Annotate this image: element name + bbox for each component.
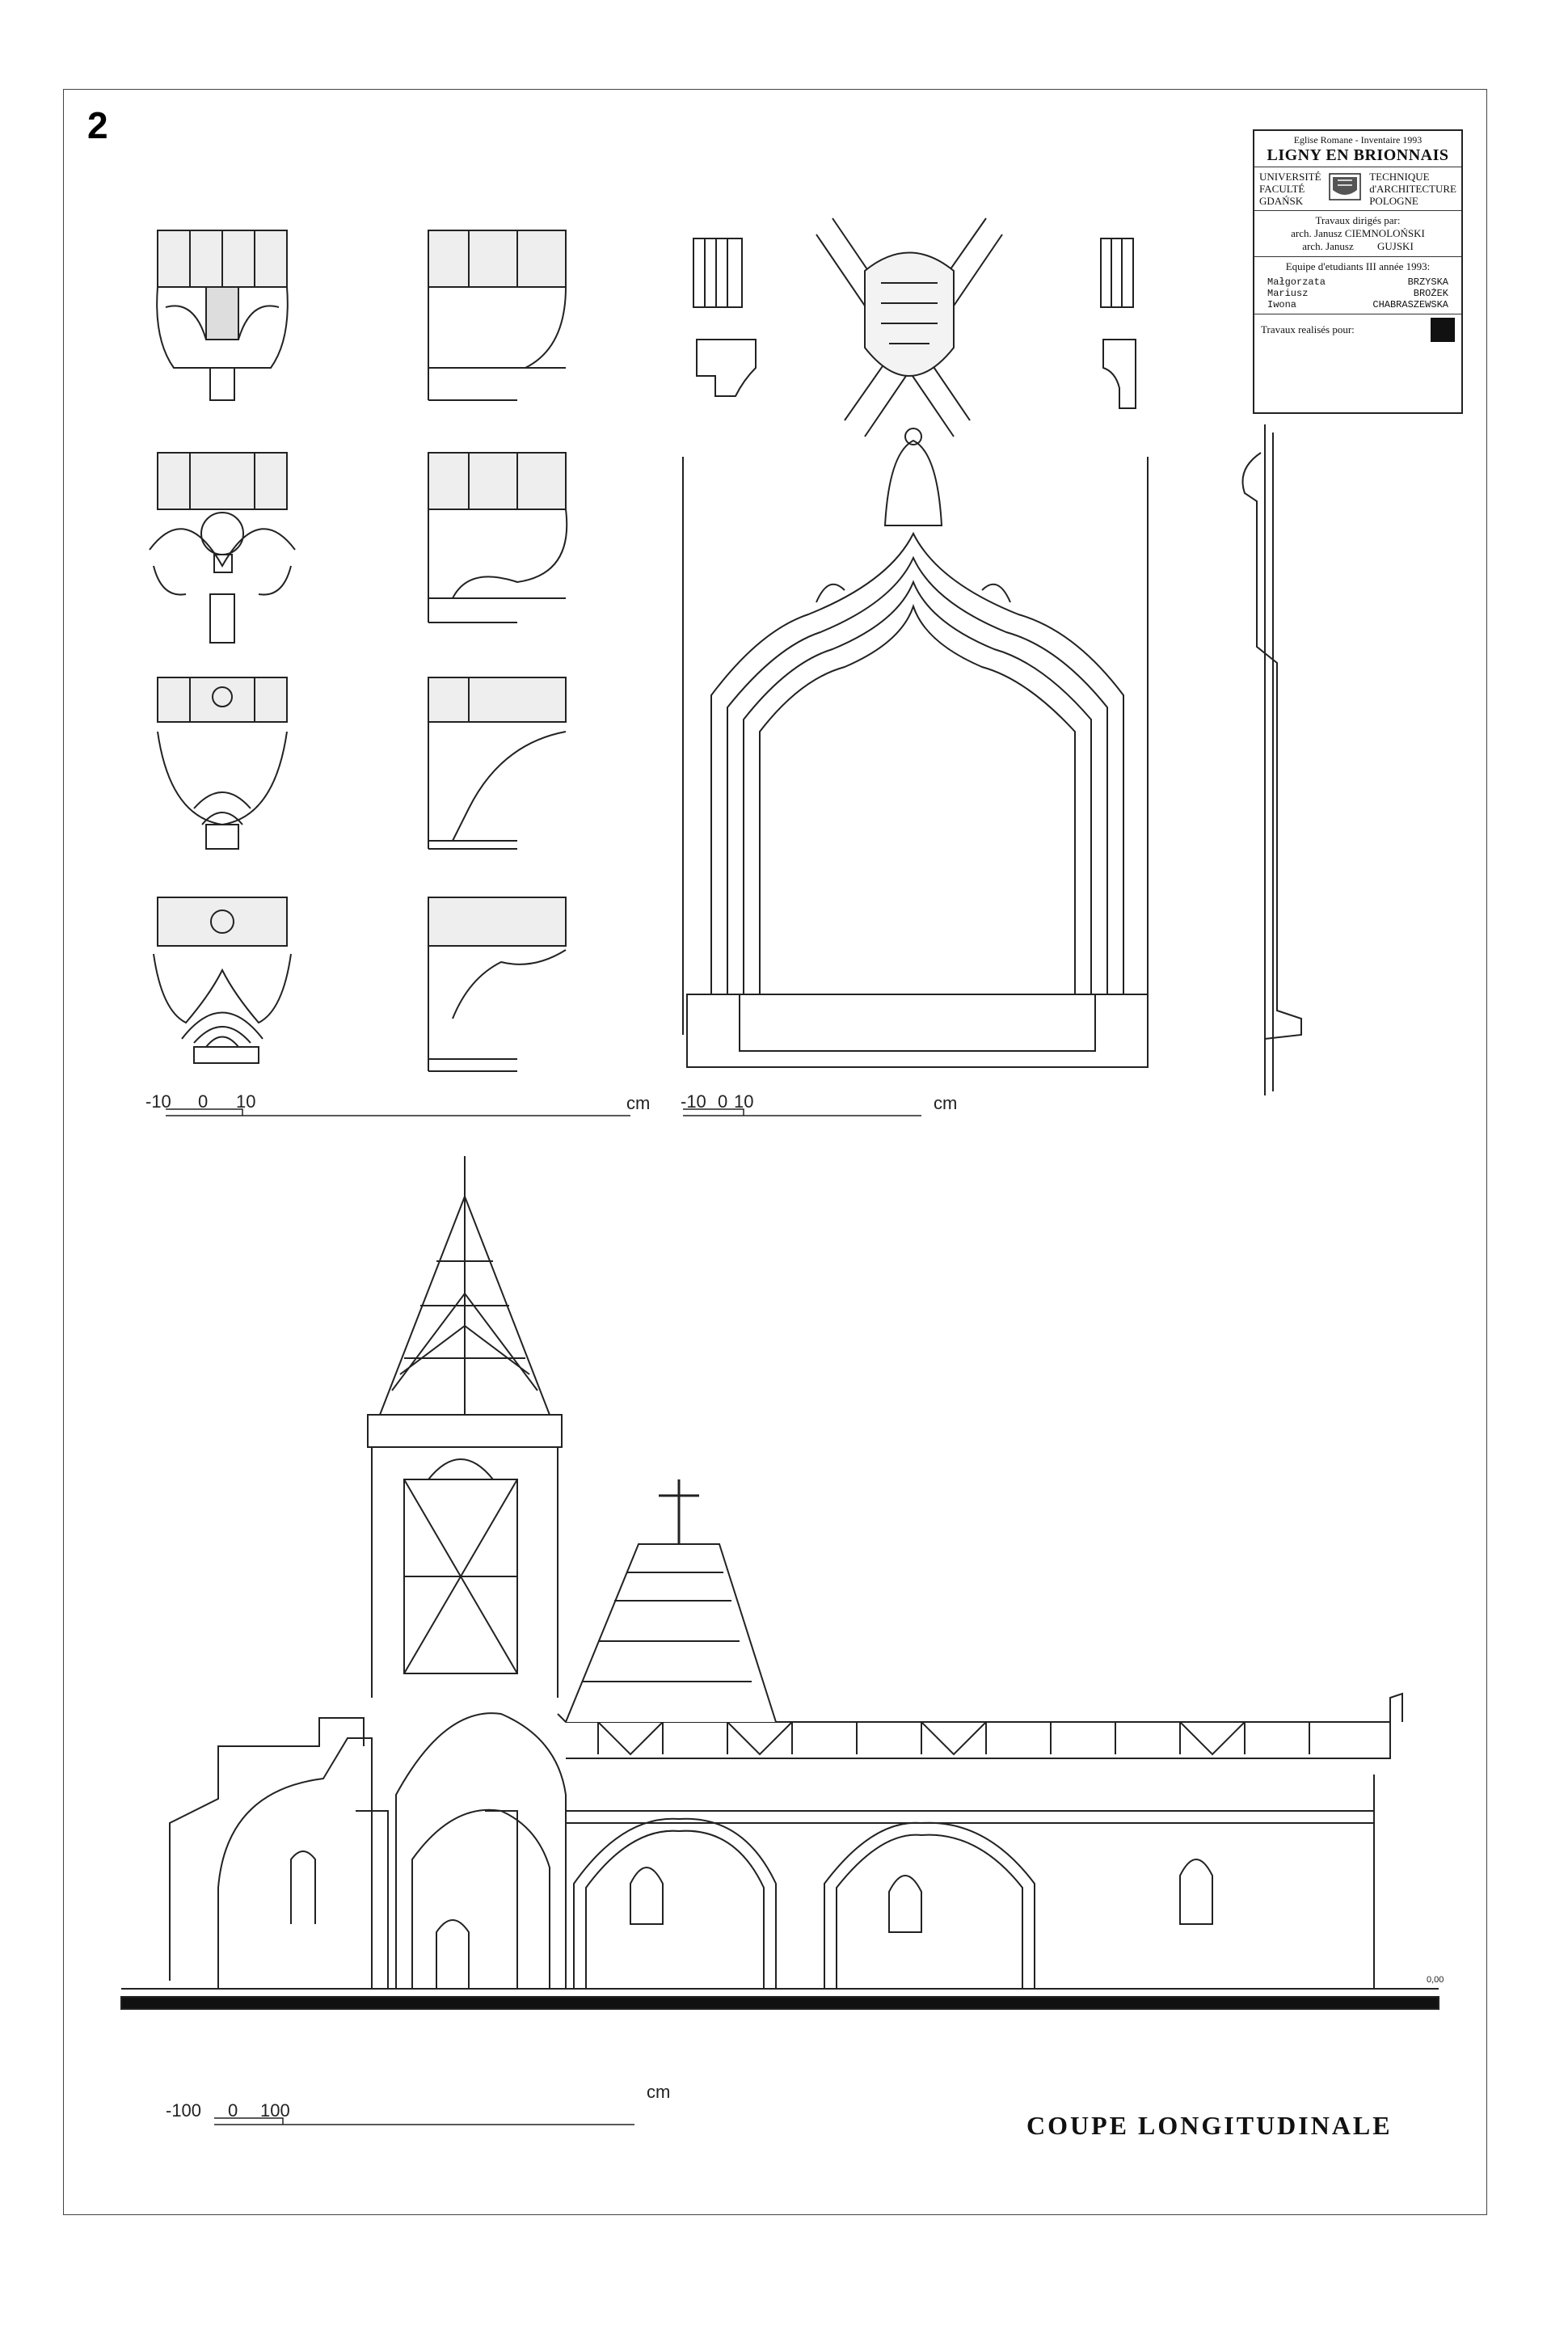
university-block: UNIVERSITÉ FACULTÉ GDAŃSK TECHNIQUE d'AR… — [1254, 167, 1461, 211]
capital-side-3 — [428, 677, 567, 850]
longitudinal-section — [120, 1156, 1439, 2010]
uni-right-3: POLOGNE — [1369, 195, 1418, 207]
realises-block: Travaux realisés pour: — [1254, 314, 1461, 345]
student-last: BROŻEK — [1413, 288, 1448, 299]
university-crest-icon — [1329, 173, 1362, 200]
title-block: Eglise Romane - Inventaire 1993 LIGNY EN… — [1253, 129, 1463, 414]
scale3-tick-neg: -100 — [166, 2100, 201, 2121]
scale2-tick-zero: 0 — [718, 1091, 727, 1112]
student-first: Iwona — [1267, 299, 1297, 310]
cartouche-header: Eglise Romane - Inventaire 1993 LIGNY EN… — [1254, 131, 1461, 167]
cartouche-line1: Eglise Romane - Inventaire 1993 — [1293, 134, 1423, 146]
portal-section — [1241, 424, 1302, 1095]
cartouche-title: LIGNY EN BRIONNAIS — [1267, 146, 1449, 164]
uni-left-3: GDAŃSK — [1259, 195, 1304, 207]
travaux-label: Travaux dirigés par: — [1315, 214, 1401, 226]
directors-block: Travaux dirigés par: arch. Janusz CIEMNO… — [1254, 211, 1461, 257]
capital-front-4 — [153, 897, 292, 1064]
capital-side-4 — [428, 897, 567, 1072]
vault-boss — [816, 217, 1003, 437]
scale1-unit: cm — [626, 1093, 650, 1113]
drawing-border — [63, 89, 1487, 2215]
realises-label: Travaux realisés pour: — [1261, 323, 1355, 336]
scale1-tick-zero: 0 — [198, 1091, 208, 1112]
level-mark: 0,00 — [1427, 1975, 1444, 1985]
molding-profile-left — [693, 238, 757, 397]
director-1: arch. Janusz CIEMNOLOŃSKI — [1291, 227, 1425, 239]
scale2-unit: cm — [934, 1093, 957, 1113]
scale-bar-3 — [214, 2117, 634, 2125]
scale1-tick-neg: -10 — [145, 1091, 171, 1112]
uni-left-2: FACULTÉ — [1259, 183, 1305, 195]
capital-front-3 — [157, 677, 288, 850]
section-title: COUPE LONGITUDINALE — [1026, 2111, 1393, 2140]
capital-side-1 — [428, 230, 567, 401]
uni-right-2: d'ARCHITECTURE — [1369, 183, 1456, 195]
client-logo-icon — [1431, 318, 1455, 342]
equipe-label: Equipe d'etudiants III année 1993: — [1285, 260, 1431, 272]
students-block: Equipe d'etudiants III année 1993: Małgo… — [1254, 257, 1461, 314]
scale2-tick-neg: -10 — [681, 1091, 706, 1112]
portal-elevation — [682, 428, 1149, 1068]
student-first: Mariusz — [1267, 288, 1309, 299]
uni-left-1: UNIVERSITÉ — [1259, 171, 1321, 183]
director-2: arch. Janusz GUJSKI — [1302, 240, 1414, 252]
capital-front-2 — [149, 452, 296, 644]
capital-side-2 — [428, 452, 568, 623]
scale-bar-2 — [683, 1108, 921, 1116]
scale1-tick-pos: 10 — [236, 1091, 255, 1112]
capital-front-1 — [156, 230, 289, 401]
scale3-tick-zero: 0 — [228, 2100, 238, 2121]
scale2-tick-pos: 10 — [734, 1091, 753, 1112]
scale3-unit: cm — [647, 2082, 670, 2102]
uni-right-1: TECHNIQUE — [1369, 171, 1430, 183]
student-last: BRZYSKA — [1407, 276, 1448, 288]
student-first: Małgorzata — [1267, 276, 1326, 288]
scale3-tick-pos: 100 — [260, 2100, 290, 2121]
scale-bar-1 — [166, 1108, 630, 1116]
page-number: 2 — [87, 104, 108, 146]
student-last: CHABRASZEWSKA — [1372, 299, 1448, 310]
molding-profile-right — [1100, 238, 1136, 409]
